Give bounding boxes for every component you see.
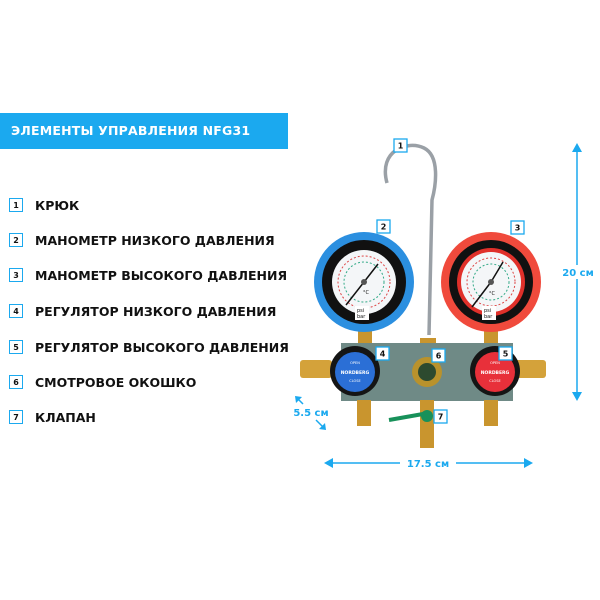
knob-brand: NORDBERG — [341, 370, 370, 376]
legend-item-valve: 7 КЛАПАН — [9, 409, 96, 425]
svg-text:6: 6 — [436, 352, 442, 361]
legend-label: МАНОМЕТР ВЫСОКОГО ДАВЛЕНИЯ — [35, 267, 288, 283]
temp-label: °C — [489, 291, 496, 297]
height-label: 20 см — [562, 268, 594, 279]
legend-label: КЛАПАН — [35, 409, 96, 425]
valve-lever — [388, 412, 424, 422]
legend-item-high-gauge: 3 МАНОМЕТР ВЫСОКОГО ДАВЛЕНИЯ — [9, 267, 287, 283]
knob-brand: NORDBERG — [481, 370, 510, 376]
legend-item-low-regulator: 4 РЕГУЛЯТОР НИЗКОГО ДАВЛЕНИЯ — [9, 303, 276, 319]
sight-glass — [412, 357, 442, 387]
high-pressure-gauge: °C psi bar — [441, 232, 541, 332]
svg-text:1: 1 — [398, 142, 404, 151]
legend-item-hook: 1 КРЮК — [9, 197, 79, 213]
badge-7: 7 — [9, 410, 23, 424]
width-dimension: 17.5 см — [324, 455, 533, 471]
knob-close-label: CLOSE — [349, 379, 360, 383]
badge-4: 4 — [9, 304, 23, 318]
bar-label: bar — [484, 314, 493, 320]
callout-5: 5 — [498, 346, 513, 361]
svg-text:3: 3 — [515, 224, 521, 233]
psi-label: psi — [357, 308, 364, 314]
badge-1: 1 — [9, 198, 23, 212]
callout-3: 3 — [510, 220, 525, 235]
svg-text:2: 2 — [381, 223, 387, 232]
callout-6: 6 — [431, 348, 446, 363]
legend-label: РЕГУЛЯТОР ВЫСОКОГО ДАВЛЕНИЯ — [35, 339, 289, 355]
width-label: 17.5 см — [407, 459, 449, 470]
legend-label: КРЮК — [35, 197, 80, 213]
callout-2: 2 — [376, 219, 391, 234]
badge-5: 5 — [9, 340, 23, 354]
bar-label: bar — [357, 314, 366, 320]
depth-dimension: 5.5 см — [293, 396, 329, 430]
knob-open-label: OPEN — [350, 361, 360, 365]
legend-label: СМОТРОВОЕ ОКОШКО — [35, 374, 197, 390]
low-pressure-knob[interactable]: OPEN NORDBERG CLOSE — [330, 346, 380, 396]
badge-3: 3 — [9, 268, 23, 282]
callout-7: 7 — [433, 409, 448, 424]
svg-text:5: 5 — [503, 350, 509, 359]
height-dimension: 20 см — [560, 143, 596, 401]
temp-label: °C — [363, 290, 370, 296]
badge-2: 2 — [9, 233, 23, 247]
depth-label: 5.5 см — [293, 408, 328, 419]
svg-text:7: 7 — [438, 413, 444, 422]
callout-4: 4 — [375, 346, 390, 361]
legend-item-high-regulator: 5 РЕГУЛЯТОР ВЫСОКОГО ДАВЛЕНИЯ — [9, 339, 289, 355]
left-fitting — [300, 360, 332, 378]
legend-item-low-gauge: 2 МАНОМЕТР НИЗКОГО ДАВЛЕНИЯ — [9, 232, 275, 248]
knob-open-label: OPEN — [490, 361, 500, 365]
hook — [383, 143, 438, 336]
legend-item-sight-glass: 6 СМОТРОВОЕ ОКОШКО — [9, 374, 196, 390]
section-title: ЭЛЕМЕНТЫ УПРАВЛЕНИЯ NFG31 — [0, 113, 288, 149]
callout-1: 1 — [393, 138, 408, 153]
knob-close-label: CLOSE — [489, 379, 500, 383]
low-pressure-gauge: °C psi bar — [314, 232, 414, 332]
psi-label: psi — [484, 308, 491, 314]
legend-label: МАНОМЕТР НИЗКОГО ДАВЛЕНИЯ — [35, 232, 275, 248]
right-fitting — [512, 360, 546, 378]
badge-6: 6 — [9, 375, 23, 389]
svg-text:4: 4 — [380, 350, 386, 359]
legend-label: РЕГУЛЯТОР НИЗКОГО ДАВЛЕНИЯ — [35, 303, 277, 319]
